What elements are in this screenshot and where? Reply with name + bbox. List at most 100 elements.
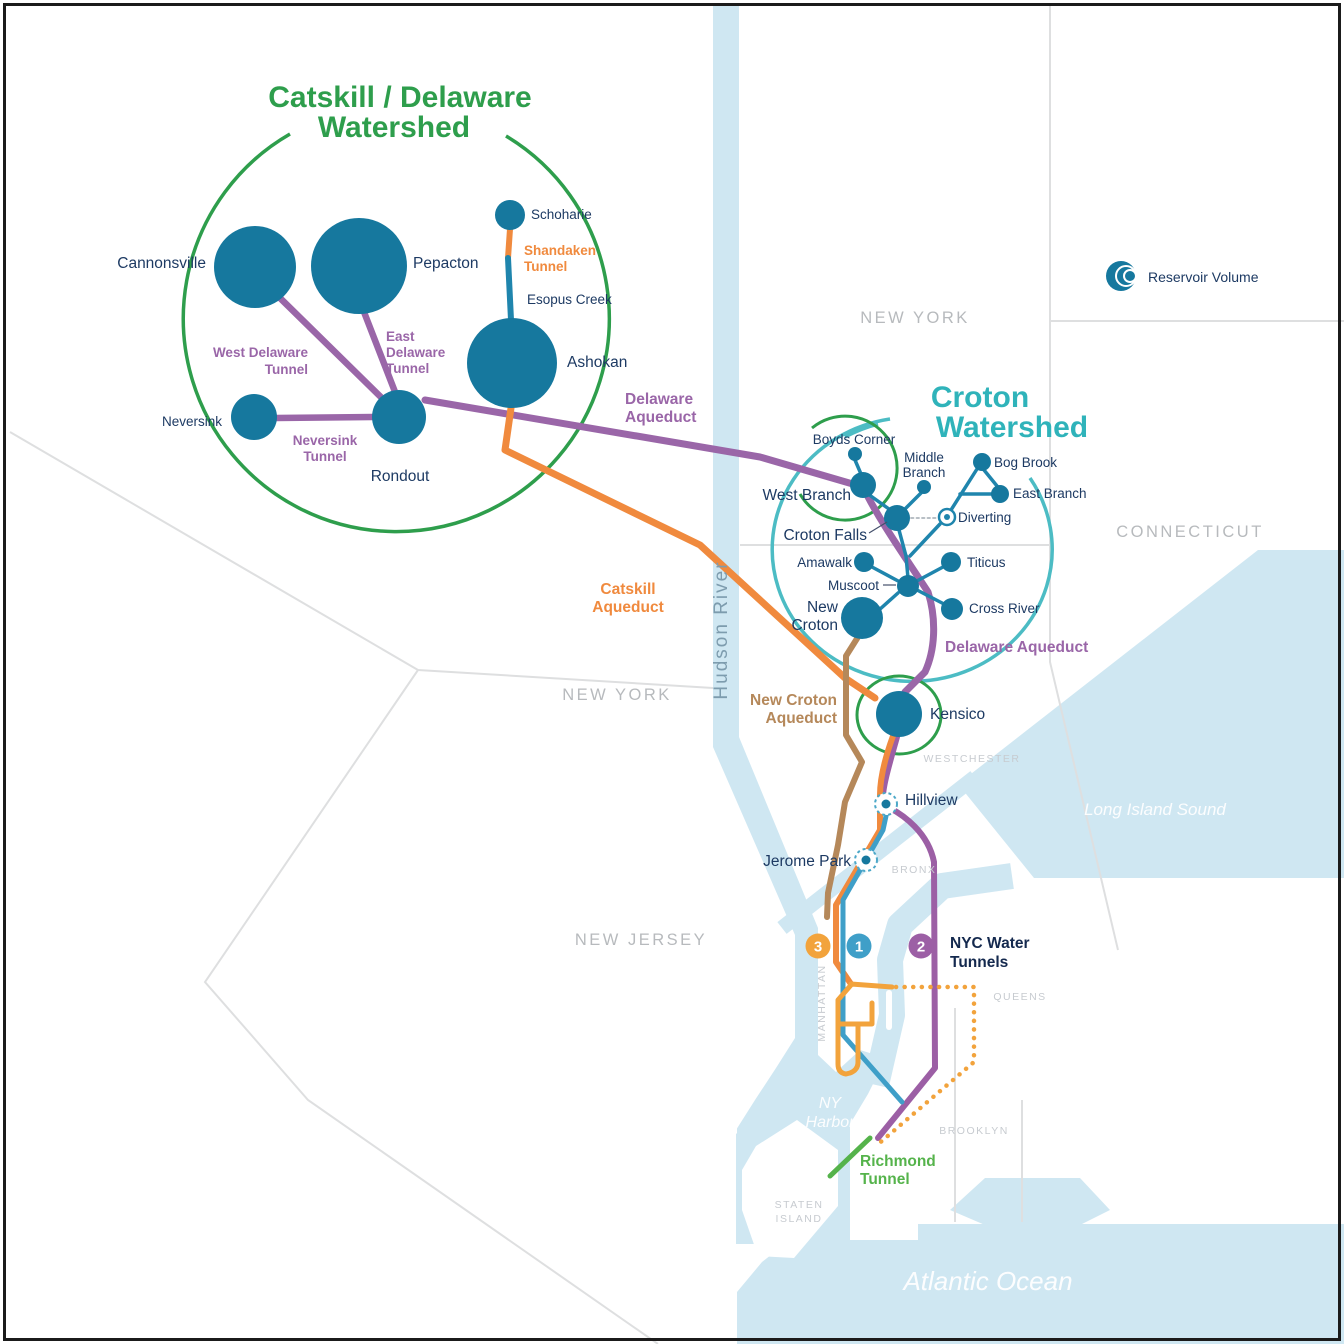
diverting-trunk-link <box>908 522 942 558</box>
catskill-aqueduct-label-line2: Aqueduct <box>592 599 663 616</box>
hillview-label: Hillview <box>905 792 958 809</box>
map-frame <box>3 3 1341 1341</box>
manhattan-label: MANHATTAN <box>816 964 828 1041</box>
shandaken-tunnel-label-line2: Tunnel <box>524 259 567 274</box>
region-labels: NEW YORK NEW YORK NEW JERSEY CONNECTICUT… <box>562 309 1261 1225</box>
city-tunnel-3-line <box>835 981 895 1077</box>
esopus-creek-label: Esopus Creek <box>527 292 612 307</box>
westchester-label: WESTCHESTER <box>923 753 1020 765</box>
cross-river-reservoir <box>941 598 963 620</box>
crotonfalls-muscoot-trunk <box>897 528 910 580</box>
new-croton-aqueduct-label-line2: Aqueduct <box>766 710 837 727</box>
hudson-river-label: Hudson River <box>711 560 732 699</box>
middle-branch-label-line2: Branch <box>903 465 946 480</box>
catskill-aqueduct-label-line1: Catskill <box>600 581 655 598</box>
atlantic-ocean-shape <box>737 1224 1344 1344</box>
hudson-river-shape <box>713 4 818 1046</box>
water-layer <box>690 4 1344 1344</box>
middlebranch-crotonfalls-link <box>903 491 923 511</box>
neversink-tunnel-label-line2: Tunnel <box>303 449 346 464</box>
legend: Reservoir Volume <box>1106 261 1259 291</box>
cannonsville-label: Cannonsville <box>117 255 206 272</box>
catskill-delaware-watershed-circle <box>181 132 612 534</box>
ny-nj-border <box>9 431 714 689</box>
tunnel-1-badge-number: 1 <box>855 939 863 956</box>
titicus-muscoot-link <box>913 565 945 584</box>
muscoot-label: Muscoot <box>828 578 879 593</box>
delaware-aqueduct-label-line1: Delaware <box>625 391 693 408</box>
amawalk-muscoot-link <box>870 565 902 584</box>
shandaken-tunnel-line <box>505 226 513 261</box>
cannonsville-reservoir <box>214 226 296 308</box>
pepacton-label: Pepacton <box>413 255 479 272</box>
west-delaware-tunnel-label-line1: West Delaware <box>213 345 309 360</box>
west-delaware-tunnel-line <box>276 294 394 410</box>
east-branch-reservoir <box>991 485 1009 503</box>
long-island-sound-shape <box>958 550 1344 878</box>
ashokan-reservoir <box>467 318 557 408</box>
staten-island-label-line1: STATEN <box>775 1199 824 1211</box>
croton-connectors <box>853 458 999 612</box>
muscoot-reservoir <box>897 575 919 597</box>
richmond-tunnel-label-line2: Tunnel <box>860 1171 910 1188</box>
kensico-protected-ring <box>855 674 943 756</box>
titicus-label: Titicus <box>967 555 1006 570</box>
croton-title-line1: Croton <box>931 381 1029 414</box>
tunnel-labels: Shandaken Tunnel West Delaware Tunnel Ea… <box>213 243 1088 1188</box>
jerome-park-marker <box>854 848 878 872</box>
rondout-reservoir <box>372 390 426 444</box>
new-york-west-label: NEW YORK <box>562 686 672 704</box>
brooklyn-label: BROOKLYN <box>939 1125 1009 1137</box>
east-branch-label: East Branch <box>1013 486 1087 501</box>
delaware-aqueduct-lower-label: Delaware Aqueduct <box>945 639 1088 656</box>
tunnel-2-badge <box>908 933 934 959</box>
bog-brook-reservoir <box>973 453 991 471</box>
middle-branch-label-line1: Middle <box>904 450 944 465</box>
schoharie-label: Schoharie <box>531 207 592 222</box>
catskill-delaware-title-line1: Catskill / Delaware <box>268 81 531 114</box>
west-branch-label: West Branch <box>763 487 851 504</box>
croton-falls-label: Croton Falls <box>783 527 867 544</box>
croton-watershed-circle-stub <box>844 422 879 439</box>
catskill-delaware-title-line2: Watershed <box>318 111 470 144</box>
staten-island-shape <box>742 1120 838 1258</box>
ashokan-label: Ashokan <box>567 354 627 371</box>
boyds-corner-reservoir <box>848 447 862 461</box>
shandaken-tunnel-label-line1: Shandaken <box>524 243 596 258</box>
reservoir-labels: Cannonsville Pepacton Schoharie Ashokan … <box>117 207 1086 870</box>
east-delaware-tunnel-label-line1: East <box>386 329 415 344</box>
kensico-reservoir <box>876 691 922 737</box>
reservoir-volume-label: Reservoir Volume <box>1148 269 1259 285</box>
reservoir-volume-icon-ring3 <box>1123 269 1137 283</box>
water-labels: Hudson River NY Harbor Long Island Sound… <box>711 560 1226 1296</box>
catskill-aqueduct-south-line <box>833 733 896 987</box>
new-croton-label-line2: Croton <box>791 617 838 634</box>
bog-brook-label: Bog Brook <box>994 455 1057 470</box>
new-croton-aqueduct-line <box>824 634 865 920</box>
westbranch-crotonfalls-link <box>866 492 891 511</box>
queens-label: QUEENS <box>993 991 1046 1003</box>
new-croton-aqueduct-label-line1: New Croton <box>750 692 837 709</box>
west-delaware-tunnel-label-line2: Tunnel <box>265 362 308 377</box>
staten-island-label-line2: ISLAND <box>776 1213 823 1225</box>
esopus-creek-line <box>505 255 514 323</box>
new-jersey-bayonne-shape <box>690 1085 737 1162</box>
croton-watershed-circle <box>770 417 1054 684</box>
amawalk-reservoir <box>854 552 874 572</box>
roosevelt-island-shape <box>886 990 892 1030</box>
middle-branch-reservoir <box>917 480 931 494</box>
east-delaware-tunnel-line <box>360 308 401 401</box>
west-branch-reservoir <box>850 472 876 498</box>
neversink-tunnel-line <box>272 413 377 422</box>
catskill-aqueduct-line <box>501 404 879 702</box>
new-york-upper-label: NEW YORK <box>860 309 970 327</box>
atlantic-ocean-label: Atlantic Ocean <box>901 1266 1072 1296</box>
amawalk-label: Amawalk <box>797 555 852 570</box>
border-layer <box>9 4 1344 1344</box>
diverting-label: Diverting <box>958 510 1011 525</box>
delaware-aqueduct-label-line2: Aqueduct <box>625 409 696 426</box>
tunnel-3-badge <box>805 933 831 959</box>
boyds-westbranch-link <box>853 458 863 476</box>
jamaica-bay-shape <box>950 1178 1110 1225</box>
